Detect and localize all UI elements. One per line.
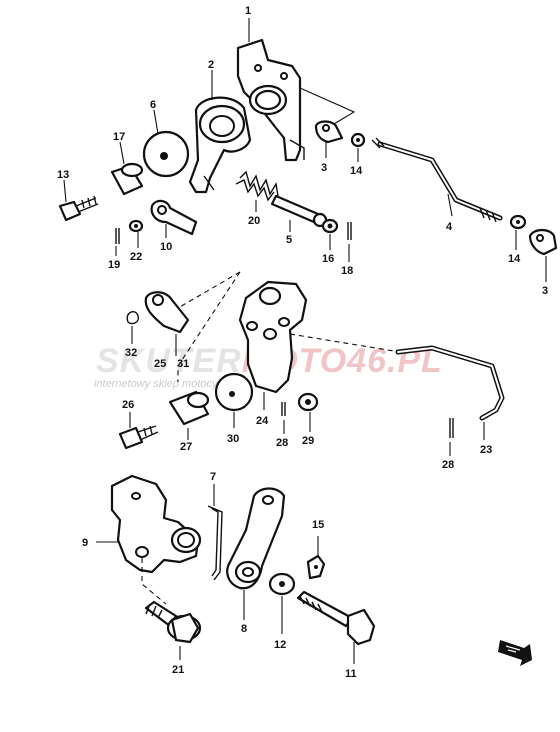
part-9-bracket — [96, 474, 202, 605]
part-7-rod — [207, 484, 223, 581]
part-26-bolt — [118, 412, 159, 450]
part-3-link-upper — [314, 120, 344, 158]
part-8-lever — [226, 487, 286, 620]
label-part-2: 2 — [208, 59, 214, 71]
label-part-31: 31 — [177, 358, 189, 370]
label-part-10: 10 — [160, 241, 172, 253]
part-32-clip — [126, 311, 140, 344]
label-part-30: 30 — [227, 433, 239, 445]
part-14-nut-upper — [350, 132, 366, 162]
label-part-3-right: 3 — [542, 285, 548, 297]
label-part-28-right: 28 — [442, 459, 454, 471]
part-11-bolt — [296, 590, 376, 664]
label-part-26: 26 — [122, 399, 134, 411]
label-part-3-upper: 3 — [321, 162, 327, 174]
guide-line-lower — [177, 271, 241, 382]
label-part-14-upper: 14 — [350, 165, 363, 177]
label-part-18: 18 — [341, 265, 353, 277]
part-18-pin — [347, 222, 352, 262]
label-part-19: 19 — [108, 259, 120, 271]
part-5-rod — [270, 194, 328, 232]
label-part-14-right: 14 — [508, 253, 521, 265]
part-12-washer — [268, 572, 296, 634]
part-30-washer — [214, 372, 254, 428]
label-part-23: 23 — [480, 444, 492, 456]
part-6-washer — [142, 109, 190, 178]
part-25-31-pivot — [144, 291, 190, 356]
part-16-nut — [321, 218, 339, 250]
label-part-12: 12 — [274, 639, 286, 651]
part-22-nut — [128, 219, 144, 248]
part-14-nut-right — [509, 214, 527, 250]
part-21-bolt — [144, 600, 202, 660]
label-part-7: 7 — [210, 471, 216, 483]
label-part-24: 24 — [256, 415, 269, 427]
part-28-pin-mid — [281, 402, 286, 434]
label-part-9: 9 — [82, 537, 88, 549]
guide-line-upper — [177, 271, 241, 309]
part-17-sleeve — [110, 141, 144, 196]
label-part-32: 32 — [125, 347, 137, 359]
label-part-27: 27 — [180, 441, 192, 453]
label-part-11: 11 — [345, 668, 357, 680]
label-part-4: 4 — [446, 221, 453, 233]
front-arrow-icon — [498, 640, 532, 666]
part-28-pin-right — [449, 418, 454, 456]
label-part-20: 20 — [248, 215, 260, 227]
label-part-13: 13 — [57, 169, 69, 181]
label-part-15: 15 — [312, 519, 324, 531]
part-24-plate — [238, 280, 308, 410]
label-part-22: 22 — [130, 251, 142, 263]
part-3-link-right — [528, 228, 558, 282]
label-part-5: 5 — [286, 234, 292, 246]
part-1-bracket — [236, 18, 356, 162]
part-2-lever-arm — [188, 70, 252, 194]
label-part-17: 17 — [113, 131, 125, 143]
watermark-tagline: internetowy sklep motocyklowy — [94, 378, 246, 390]
part-15-nut — [306, 536, 326, 580]
guide-line-rod — [289, 333, 401, 353]
part-13-bolt — [58, 179, 99, 222]
part-19-pin — [115, 228, 120, 256]
label-part-29: 29 — [302, 435, 314, 447]
label-part-28-mid: 28 — [276, 437, 288, 449]
label-part-16: 16 — [322, 253, 334, 265]
label-part-21: 21 — [172, 664, 184, 676]
label-part-1: 1 — [245, 5, 251, 17]
part-29-washer — [297, 392, 319, 432]
label-part-25: 25 — [154, 358, 166, 370]
part-23-rod — [395, 345, 505, 440]
part-20-spring — [235, 170, 279, 212]
part-27-sleeve — [168, 390, 210, 440]
part-4-rod — [371, 137, 503, 223]
label-part-6: 6 — [150, 99, 156, 111]
part-10-joint — [150, 199, 198, 238]
label-part-8: 8 — [241, 623, 247, 635]
